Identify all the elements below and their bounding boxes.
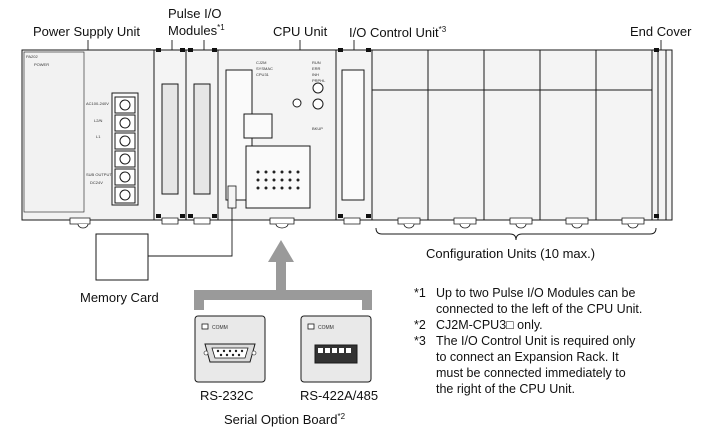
svg-text:COMM: COMM [318, 325, 334, 331]
memory-card-leader [148, 190, 233, 257]
svg-text:PRPHL: PRPHL [312, 78, 326, 83]
label-serial-option-board: Serial Option Board*2 [224, 412, 346, 427]
psu-terminals [114, 96, 136, 204]
rs422a485-option-board: COMM [300, 315, 372, 383]
svg-text:Up to two Pulse I/O Modules ca: Up to two Pulse I/O Modules can be [436, 286, 635, 300]
svg-text:CPU31: CPU31 [256, 72, 270, 77]
serial-option-slot [245, 145, 311, 209]
svg-text:L2/N: L2/N [94, 118, 103, 123]
label-pulse-io-modules: Pulse I/O Modules*1 [168, 6, 225, 38]
svg-text:PA202: PA202 [26, 54, 38, 59]
svg-text:The I/O Control Unit is requir: The I/O Control Unit is required only [436, 334, 636, 348]
svg-text:SUB OUTPUT: SUB OUTPUT [86, 172, 112, 177]
svg-text:L1: L1 [96, 134, 101, 139]
svg-text:DC24V: DC24V [90, 180, 103, 185]
svg-text:CJ2M-CPU3□ only.: CJ2M-CPU3□ only. [436, 318, 543, 332]
label-memory-card: Memory Card [80, 290, 159, 305]
note-2: *2 CJ2M-CPU3□ only. [414, 318, 543, 332]
label-rs422a485: RS-422A/485 [300, 388, 378, 403]
end-cover [651, 49, 673, 221]
svg-text:COMM: COMM [212, 325, 228, 331]
label-io-control-unit: I/O Control Unit*3 [349, 25, 447, 40]
svg-text:INH: INH [312, 72, 319, 77]
svg-text:AC100-240V: AC100-240V [86, 101, 109, 106]
serial-slot-pins [256, 170, 300, 190]
rs232c-option-board: COMM [194, 315, 266, 383]
svg-text:CJ2M: CJ2M [256, 60, 266, 65]
svg-text:ERR: ERR [312, 66, 321, 71]
configuration-units [371, 49, 653, 221]
svg-text:the right of the CPU Unit.: the right of the CPU Unit. [436, 382, 575, 396]
configuration-units-bracket [375, 227, 657, 241]
label-leaders [87, 40, 662, 50]
svg-text:BKUP: BKUP [312, 126, 323, 131]
svg-text:RUN: RUN [312, 60, 321, 65]
unit-markings: PA202 POWER AC100-240V L2/N L1 SUB OUTPU… [26, 54, 326, 185]
rack [21, 49, 673, 221]
label-cpu-unit: CPU Unit [273, 24, 328, 39]
din-rail-latches [69, 217, 645, 229]
svg-text:must be connected immediately: must be connected immediately to [436, 366, 626, 380]
label-configuration-units: Configuration Units (10 max.) [426, 246, 595, 261]
svg-text:*3: *3 [414, 334, 426, 348]
svg-text:SYSMAC: SYSMAC [256, 66, 273, 71]
svg-text:connected to the left of the C: connected to the left of the CPU Unit. [436, 302, 642, 316]
label-end-cover: End Cover [630, 24, 692, 39]
svg-text:to connect an Expansion Rack.: to connect an Expansion Rack. It [436, 350, 619, 364]
svg-text:*2: *2 [414, 318, 426, 332]
svg-text:POWER: POWER [34, 62, 49, 67]
svg-text:*1: *1 [414, 286, 426, 300]
memory-card [95, 233, 149, 281]
label-rs232c: RS-232C [200, 388, 253, 403]
note-3: *3 The I/O Control Unit is required only… [414, 334, 636, 396]
footnotes: *1 Up to two Pulse I/O Modules can be co… [414, 286, 642, 396]
option-board-arrow [194, 240, 372, 310]
note-1: *1 Up to two Pulse I/O Modules can be co… [414, 286, 642, 316]
label-power-supply-unit: Power Supply Unit [33, 24, 140, 39]
svg-text:Pulse I/O: Pulse I/O [168, 6, 221, 21]
svg-text:Modules*1: Modules*1 [168, 23, 225, 38]
